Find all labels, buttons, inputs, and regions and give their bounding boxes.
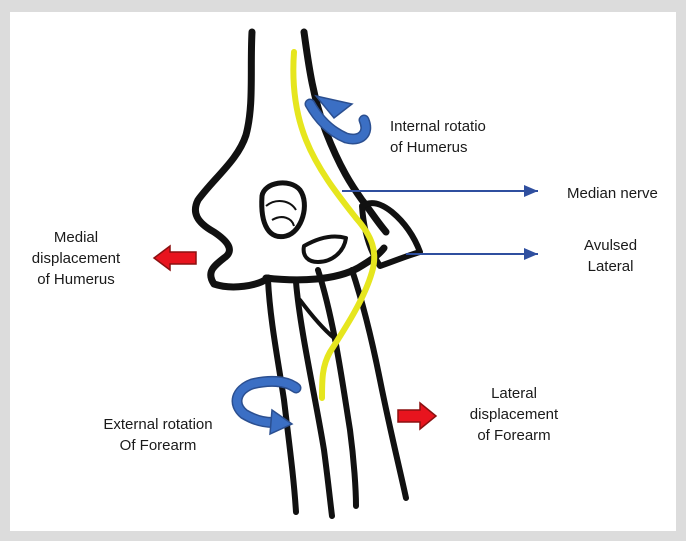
internal-rotation-label: Internal rotatio of Humerus [390,116,486,158]
median-nerve-label: Median nerve [567,183,658,204]
capitellum [262,183,305,237]
medial-displacement-arrow [154,246,196,270]
avulsed-lateral-label: Avulsed Lateral [584,235,637,277]
external-rotation-label: External rotation Of Forearm [95,414,221,456]
lateral-displacement-arrow [398,403,436,429]
lateral-displacement-label: Lateral displacement of Forearm [462,383,566,446]
medial-displacement-label: Medial displacement of Humerus [24,227,128,290]
forearm-bones [268,270,406,516]
coronoid [304,236,346,262]
